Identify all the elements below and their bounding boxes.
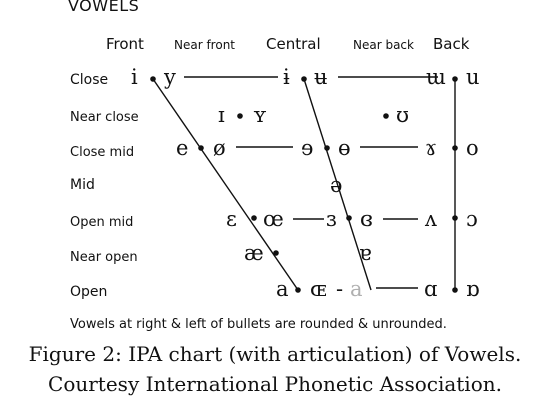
chart-title: VOWELS: [68, 0, 140, 15]
bullet: [383, 113, 389, 119]
bullet: [198, 145, 204, 151]
vowel-symbol: ɶ: [310, 277, 327, 301]
row-header-near-close: Near close: [70, 110, 139, 125]
vowel-symbol: ʌ: [424, 207, 437, 231]
vowel-symbol: -: [336, 277, 343, 301]
vowel-symbol: a: [276, 277, 289, 301]
bullet: [295, 287, 301, 293]
column-header-back: Back: [433, 35, 470, 53]
row-header-open-mid: Open mid: [70, 215, 134, 230]
vowel-symbol: ɤ: [425, 136, 437, 160]
vowel-symbol: ʊ: [396, 103, 409, 127]
vowel-symbol: ɛ: [226, 207, 237, 231]
vowel-symbol: o: [466, 136, 479, 160]
vowel-symbol: ɐ: [359, 241, 372, 265]
front-edge-line: [152, 78, 299, 291]
vowel-symbol-faded: a: [350, 277, 363, 301]
bullet: [452, 215, 458, 221]
bullet: [150, 76, 156, 82]
row-header-mid: Mid: [70, 177, 95, 193]
row-header-near-open: Near open: [70, 250, 138, 265]
column-header-front: Front: [106, 35, 144, 53]
vowel-trapezium: i y ɨ ʉ ɯ u ɪ ʏ ʊ e ø ɘ ɵ ɤ o ə ɛ œ ɜ ɞ …: [131, 65, 480, 301]
vowel-symbol: ɵ: [338, 136, 351, 160]
row-header-close-mid: Close mid: [70, 145, 135, 160]
bullet: [324, 145, 330, 151]
bullet: [346, 215, 352, 221]
vowel-symbol: i: [131, 65, 138, 89]
vowel-symbol: y: [163, 65, 176, 89]
column-header-near-back: Near back: [353, 38, 414, 52]
figure-credit: Courtesy International Phonetic Associat…: [48, 372, 502, 396]
figure-caption: Figure 2: IPA chart (with articulation) …: [28, 342, 522, 366]
row-header-open: Open: [70, 284, 108, 300]
bullets: [150, 76, 458, 293]
vowel-symbol: œ: [263, 207, 284, 231]
bullet: [273, 250, 279, 256]
vowel-symbol: ɘ: [301, 136, 313, 160]
vowel-symbol: ʏ: [253, 103, 267, 127]
vowel-symbol: æ: [244, 241, 264, 265]
bullet: [301, 76, 307, 82]
bullet: [452, 145, 458, 151]
vowel-symbol: ʉ: [314, 65, 328, 89]
vowel-symbol: ɒ: [466, 277, 479, 301]
vowel-symbol: ɨ: [283, 65, 290, 89]
bullet: [251, 215, 257, 221]
vowel-symbol: e: [176, 136, 188, 160]
vowel-symbol: ɯ: [426, 65, 446, 89]
central-diagonal-line: [303, 78, 372, 291]
bullet: [237, 113, 243, 119]
column-header-central: Central: [266, 35, 321, 53]
vowel-symbol: ɔ: [466, 207, 478, 231]
trapezium-lines: [152, 76, 456, 291]
vowel-symbol: ø: [213, 136, 226, 160]
bullet: [452, 76, 458, 82]
vowel-symbol: u: [466, 65, 480, 89]
vowel-symbol: ɜ: [326, 207, 337, 231]
vowel-symbols: i y ɨ ʉ ɯ u ɪ ʏ ʊ e ø ɘ ɵ ɤ o ə ɛ œ ɜ ɞ …: [131, 65, 480, 301]
vowel-symbol: ɑ: [424, 277, 437, 301]
legend-note: Vowels at right & left of bullets are ro…: [70, 317, 447, 332]
bullet: [452, 287, 458, 293]
vowel-symbol: ɞ: [360, 207, 373, 231]
column-header-near-front: Near front: [174, 38, 236, 52]
row-header-close: Close: [70, 72, 109, 88]
vowel-symbol: ɪ: [218, 103, 225, 127]
vowel-symbol: ə: [330, 173, 342, 197]
